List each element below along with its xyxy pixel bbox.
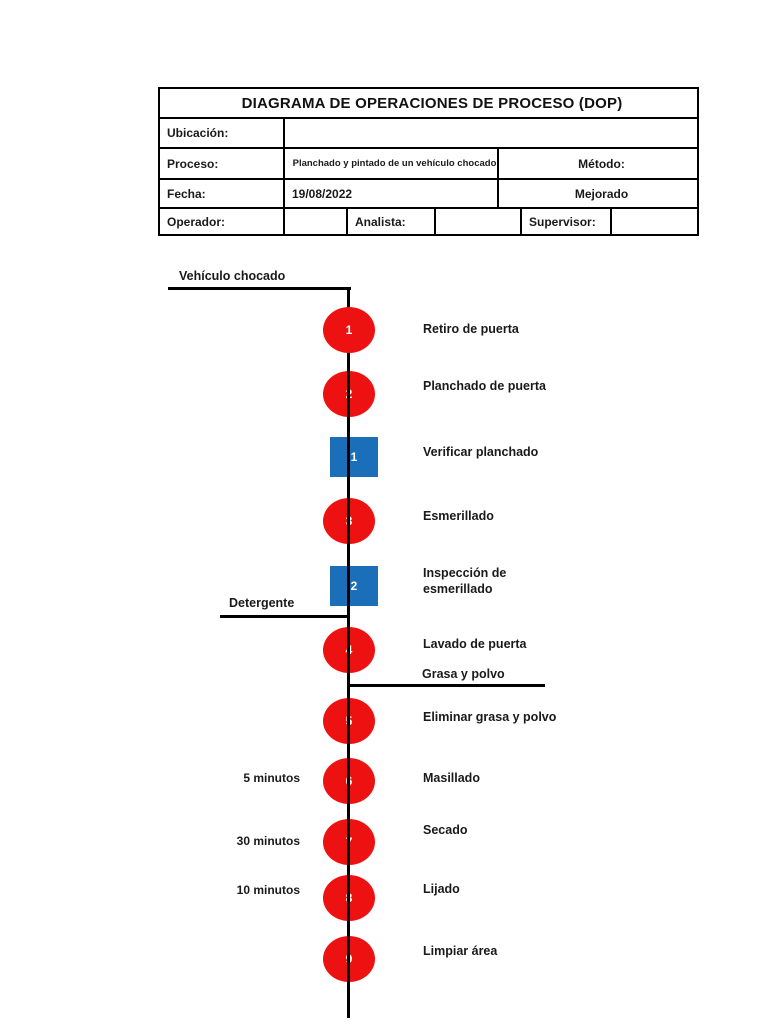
analista-value-cell	[434, 207, 522, 236]
node-number: 1	[345, 323, 353, 337]
input-material-label: Detergente	[229, 596, 295, 610]
step-label: Retiro de puerta	[423, 322, 519, 336]
inspection-node: 1	[330, 437, 378, 477]
step-label: Limpiar área	[423, 944, 498, 958]
operador-label-cell: Operador:	[158, 207, 285, 236]
start-material-label: Vehículo chocado	[179, 269, 286, 283]
ubicacion-label-cell: Ubicación:	[158, 117, 285, 149]
input-material-line	[220, 615, 350, 618]
step-label: Lavado de puerta	[423, 637, 527, 651]
dop-header-table: DIAGRAMA DE OPERACIONES DE PROCESO (DOP)…	[158, 87, 699, 236]
ubicacion-value-cell	[283, 117, 699, 149]
output-material-label: Grasa y polvo	[422, 667, 505, 681]
operation-node: 1	[323, 307, 375, 353]
node-number: 1	[350, 450, 358, 464]
metodo-value-cell: Mejorado	[497, 178, 699, 209]
fecha-label-cell: Fecha:	[158, 178, 285, 209]
step-label: Inspección de esmerillado	[423, 566, 507, 596]
main-flow-line	[347, 288, 350, 1018]
start-material-line	[168, 287, 351, 290]
inspection-node: 2	[330, 566, 378, 606]
time-annotation: 10 minutos	[236, 883, 300, 897]
step-label: Secado	[423, 823, 468, 837]
step-label: Esmerillado	[423, 509, 494, 523]
step-label: Verificar planchado	[423, 445, 539, 459]
metodo-label-cell: Método:	[497, 147, 699, 180]
step-label: Lijado	[423, 882, 460, 896]
time-annotation: 5 minutos	[243, 771, 300, 785]
step-label: Planchado de puerta	[423, 379, 546, 393]
time-annotation: 30 minutos	[236, 834, 300, 848]
proceso-label-cell: Proceso:	[158, 147, 285, 180]
step-label: Eliminar grasa y polvo	[423, 710, 557, 724]
step-label: Masillado	[423, 771, 480, 785]
proceso-value-cell: Planchado y pintado de un vehículo choca…	[283, 147, 499, 180]
node-number: 2	[350, 579, 358, 593]
document-title: DIAGRAMA DE OPERACIONES DE PROCESO (DOP)	[158, 87, 699, 119]
supervisor-value-cell	[610, 207, 699, 236]
supervisor-label-cell: Supervisor:	[520, 207, 612, 236]
operador-value-cell	[283, 207, 348, 236]
fecha-value-cell: 19/08/2022	[283, 178, 499, 209]
output-material-line	[349, 684, 545, 687]
analista-label-cell: Analista:	[346, 207, 436, 236]
